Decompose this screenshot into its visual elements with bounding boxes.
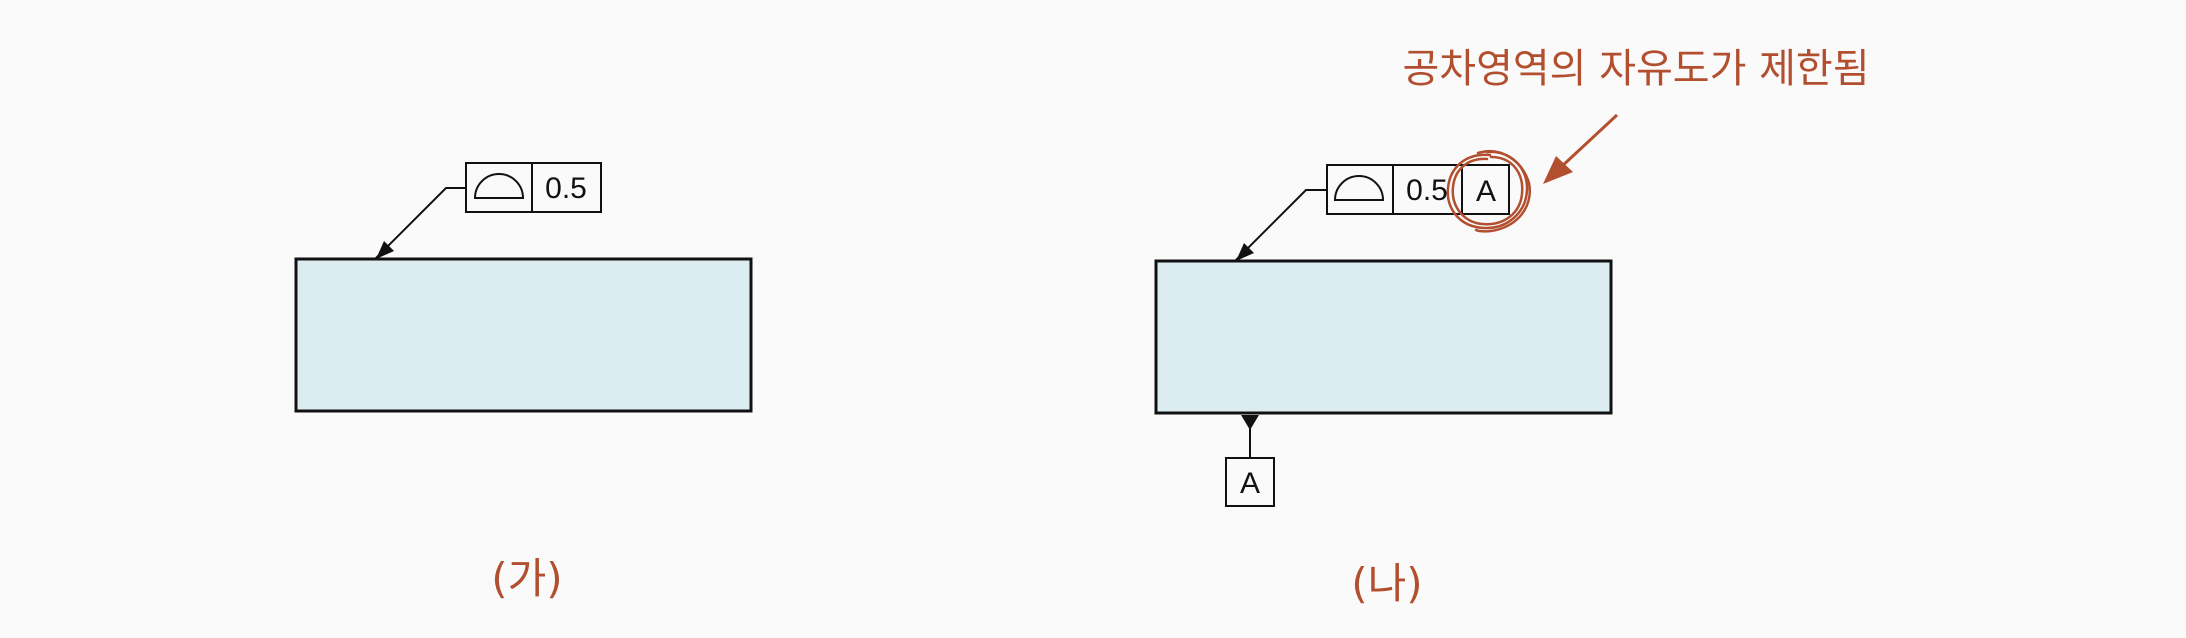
- panel-label-b: (나): [1351, 559, 1422, 608]
- leader-line-a: [375, 187, 466, 259]
- panel-label-a: (가): [491, 554, 562, 603]
- datum-feature-letter: A: [1240, 467, 1260, 500]
- tolerance-value-b: 0.5: [1406, 174, 1448, 207]
- profile-of-surface-icon: [473, 173, 525, 199]
- leader-arrowhead-a: [376, 241, 394, 259]
- panel-a: 0.5 (가): [294, 162, 753, 603]
- annotation-arrow-shaft: [1558, 113, 1619, 170]
- highlight-circle: [1446, 150, 1531, 233]
- leader-arrowhead-b: [1236, 243, 1254, 261]
- datum-reference-cell: A: [1476, 175, 1496, 208]
- part-rectangle-a: [294, 257, 753, 413]
- feature-control-frame-b: 0.5 A: [1326, 164, 1510, 215]
- profile-of-surface-icon: [1333, 175, 1385, 201]
- degrees-of-freedom-note: 공차영역의 자유도가 제한됨: [1402, 46, 1869, 92]
- annotation-arrowhead: [1543, 156, 1573, 184]
- part-rectangle-b: [1154, 259, 1613, 415]
- datum-feature-symbol: A: [1225, 415, 1275, 507]
- leader-line-b: [1235, 189, 1327, 261]
- feature-control-frame-a: 0.5: [465, 162, 602, 213]
- tolerance-value-a: 0.5: [545, 172, 587, 205]
- panel-b: 0.5 A A 공차영역의 자유도가 제한됨 (나): [1154, 46, 1870, 608]
